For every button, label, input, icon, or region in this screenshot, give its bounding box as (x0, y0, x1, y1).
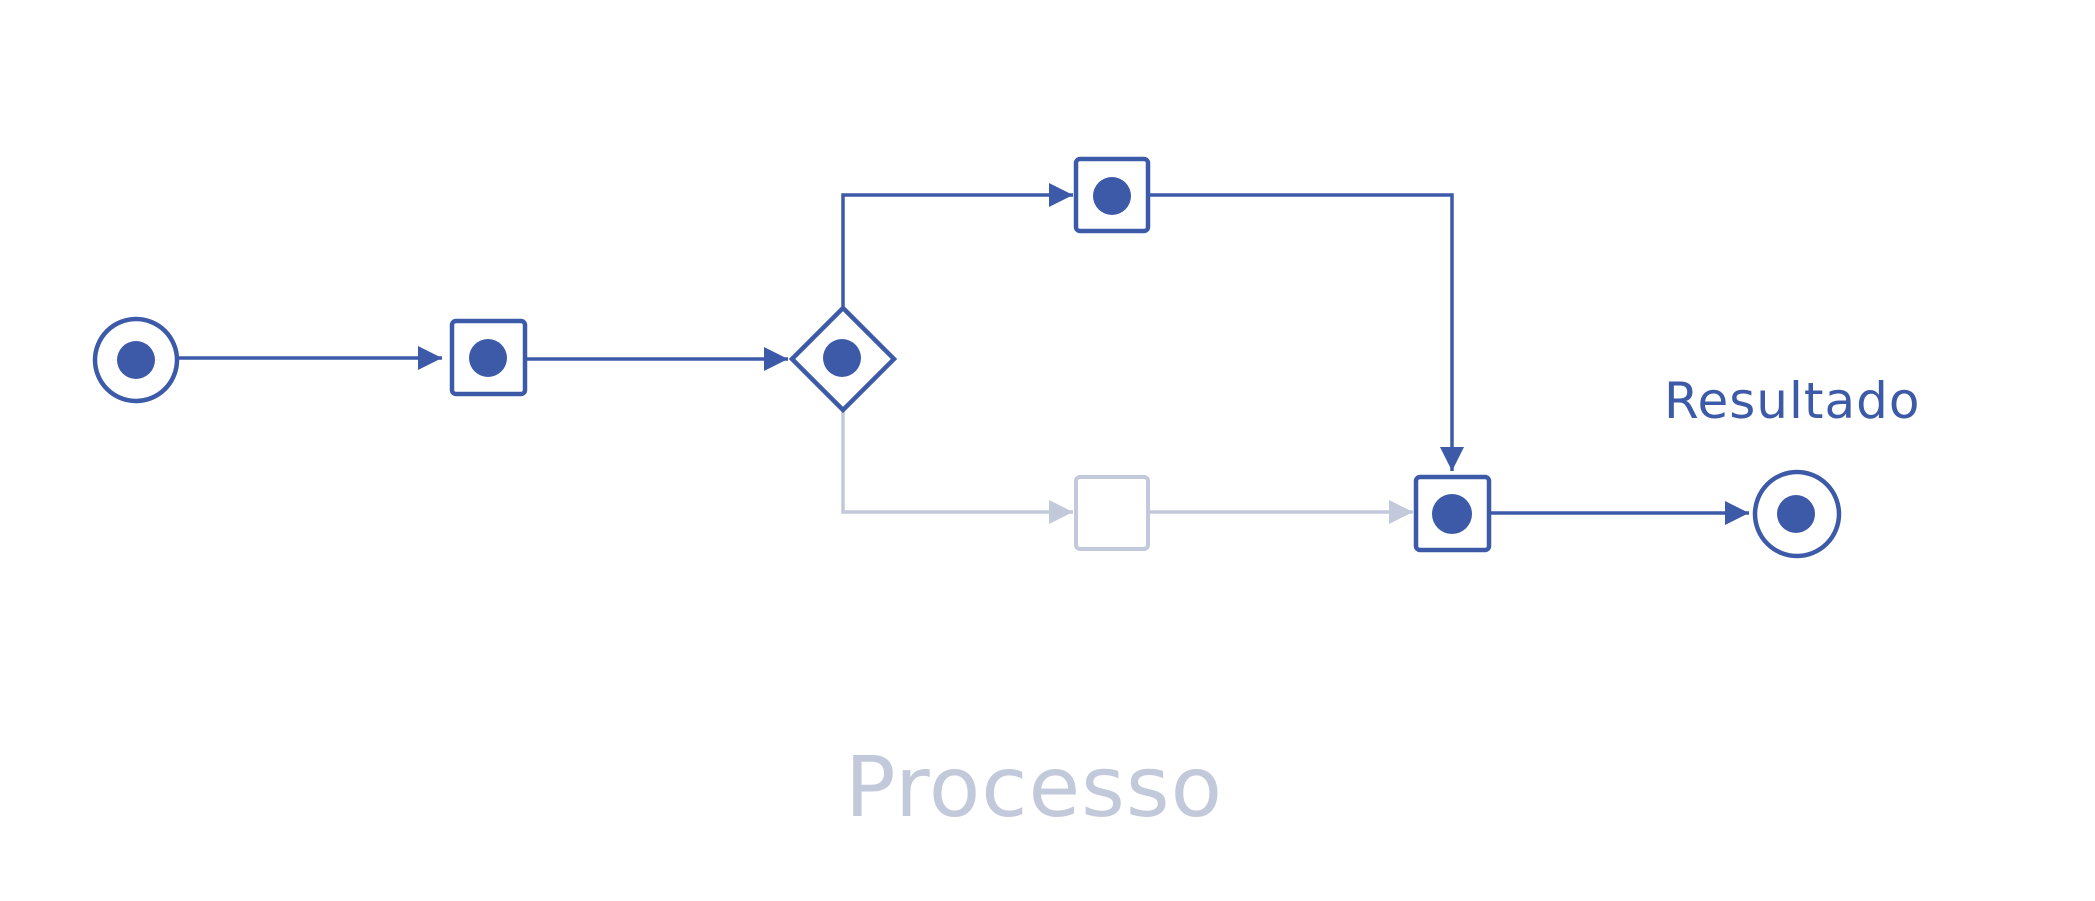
inactive-branch (841, 408, 1413, 551)
connector-upper-task-to-merge-task (1148, 193, 1464, 471)
upper-task-token (1093, 177, 1131, 215)
lower-task-box[interactable] (1074, 475, 1150, 551)
start-event-token (117, 341, 155, 379)
upper-task[interactable] (1073, 156, 1151, 234)
task-1[interactable] (449, 318, 528, 397)
merge-task[interactable] (1413, 474, 1492, 553)
gateway[interactable] (788, 304, 898, 414)
connector-gateway-to-upper-task (841, 183, 1073, 308)
merge-task-token (1432, 494, 1472, 534)
end-event[interactable] (1752, 469, 1842, 559)
result-label: Resultado (1664, 372, 1921, 430)
connector-gateway-to-lower-task (841, 408, 1073, 524)
gateway-token (823, 339, 861, 377)
active-flow (92, 156, 1842, 559)
end-event-token (1777, 495, 1815, 533)
process-title: Processo (845, 738, 1224, 836)
start-event[interactable] (92, 316, 180, 404)
task-1-token (469, 339, 507, 377)
